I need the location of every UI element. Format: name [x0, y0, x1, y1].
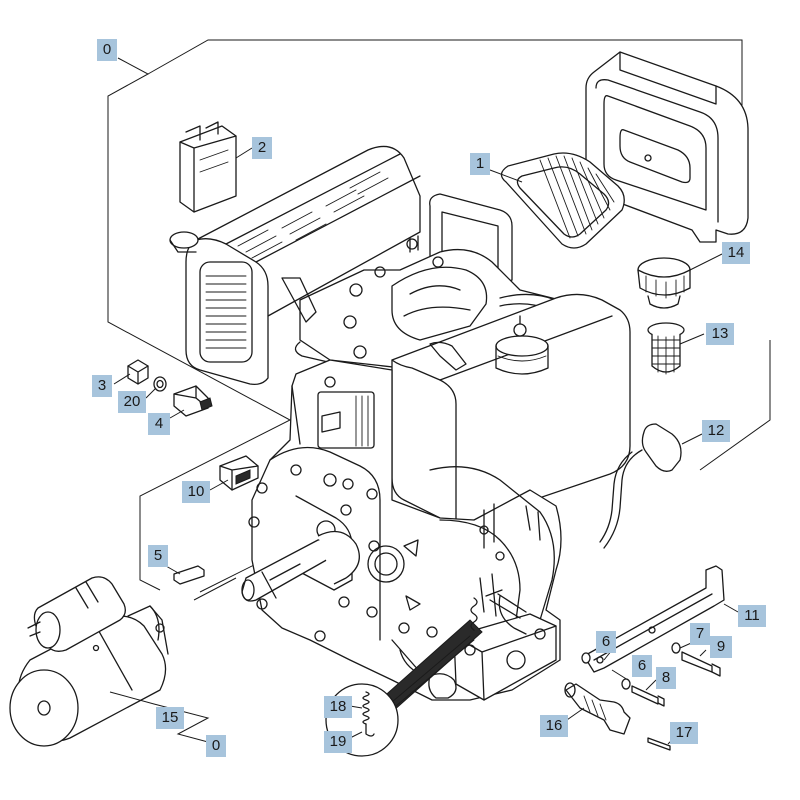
connector-clip	[219, 455, 259, 491]
muffler-guard	[169, 145, 421, 386]
callout-7: 7	[690, 623, 710, 645]
callout-8: 8	[656, 667, 676, 689]
fuel-strainer	[647, 322, 685, 375]
oil-pressure-switch	[127, 359, 213, 417]
shaft-key	[173, 565, 205, 585]
callout-9: 9	[710, 636, 732, 658]
callout-19: 19	[324, 731, 352, 753]
starter-motor	[9, 576, 169, 747]
callout-16: 16	[540, 715, 568, 737]
engine-crankcase	[241, 359, 562, 701]
callout-3: 3	[92, 375, 112, 397]
callout-11: 11	[738, 605, 766, 627]
drain-valve	[564, 682, 671, 751]
callout-1: 1	[470, 153, 490, 175]
engine-top-cluster	[281, 193, 621, 371]
air-cleaner-cover	[585, 51, 749, 243]
callout-10: 10	[182, 481, 210, 503]
callout-20: 20	[118, 391, 146, 413]
callout-14: 14	[722, 242, 750, 264]
callout-17: 17	[670, 722, 698, 744]
callout-5: 5	[148, 545, 168, 567]
oil-dipstick	[599, 423, 682, 549]
assembly-frame-lines	[107, 39, 771, 601]
callout-0-bottom: 0	[206, 735, 226, 757]
callout-18: 18	[324, 696, 352, 718]
callout-13: 13	[706, 323, 734, 345]
callout-12: 12	[702, 420, 730, 442]
callout-2: 2	[252, 137, 272, 159]
callout-15: 15	[156, 707, 184, 729]
support-bracket	[581, 565, 725, 707]
relay-part	[179, 121, 237, 213]
callout-6-upper: 6	[596, 631, 616, 653]
callout-0-top: 0	[97, 39, 117, 61]
fuel-cap	[637, 257, 691, 309]
callout-4: 4	[148, 413, 170, 435]
air-filter-element	[500, 152, 625, 249]
callout-6-lower: 6	[632, 655, 652, 677]
